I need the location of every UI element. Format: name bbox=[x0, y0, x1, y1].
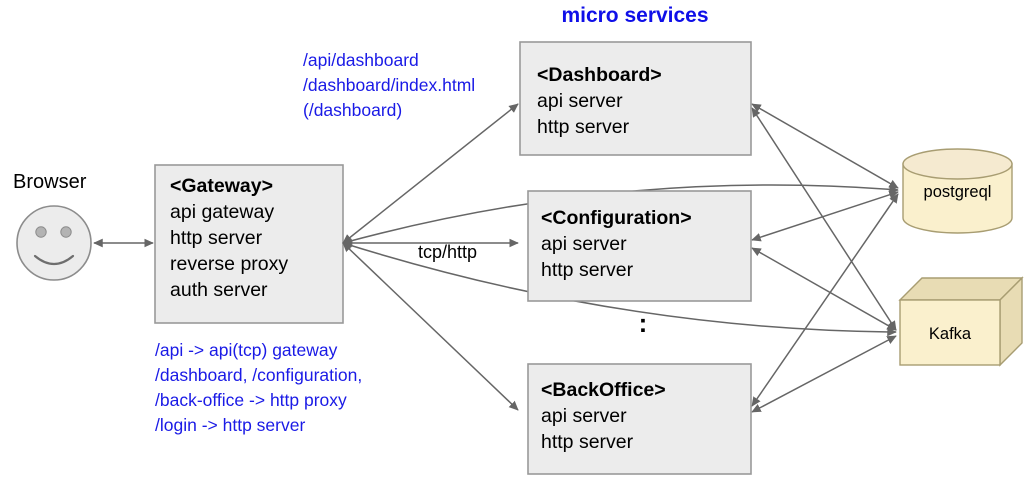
service-0-role-1: http server bbox=[537, 116, 630, 138]
dashboard-note-1: /dashboard/index.html bbox=[303, 75, 475, 95]
gateway-role-1: http server bbox=[170, 227, 263, 249]
gateway-role-0: api gateway bbox=[170, 201, 274, 223]
datastore-1-label: Kafka bbox=[929, 325, 972, 343]
gateway-name: <Gateway> bbox=[170, 175, 273, 197]
browser-label: Browser bbox=[13, 171, 87, 193]
node-service-dashboard: <Dashboard> api server http server bbox=[519, 41, 752, 156]
service-1-role-0: api server bbox=[541, 233, 627, 255]
smiley-face-icon bbox=[16, 205, 92, 281]
gateway-role-3: auth server bbox=[170, 279, 268, 301]
gateway-note-3: /login -> http server bbox=[155, 415, 305, 435]
gateway-note-0: /api -> api(tcp) gateway bbox=[155, 340, 338, 360]
gateway-note-2: /back-office -> http proxy bbox=[155, 390, 347, 410]
service-2-name: <BackOffice> bbox=[541, 379, 666, 401]
node-datastore-kafka: Kafka bbox=[898, 276, 1024, 367]
services-ellipsis: : bbox=[639, 308, 648, 338]
node-datastore-postgreql: postgreql bbox=[902, 148, 1013, 234]
page-title: micro services bbox=[561, 4, 708, 27]
gateway-role-2: reverse proxy bbox=[170, 253, 288, 275]
service-1-role-1: http server bbox=[541, 259, 634, 281]
service-0-role-0: api server bbox=[537, 90, 623, 112]
service-0-name: <Dashboard> bbox=[537, 64, 662, 86]
node-service-configuration: <Configuration> api server http server bbox=[527, 190, 752, 302]
dashboard-path-note: /api/dashboard /dashboard/index.html (/d… bbox=[303, 50, 475, 120]
edge-dashboard-postgreql bbox=[751, 103, 899, 189]
datastore-0-label: postgreql bbox=[924, 183, 992, 201]
dashboard-note-0: /api/dashboard bbox=[303, 50, 419, 70]
node-service-backoffice: <BackOffice> api server http server bbox=[527, 363, 752, 475]
edge-label-tcp-http: tcp/http bbox=[418, 242, 477, 262]
edge-configuration-kafka bbox=[751, 247, 897, 331]
edge-dashboard-kafka bbox=[751, 107, 897, 331]
service-2-role-1: http server bbox=[541, 431, 634, 453]
dashboard-note-2: (/dashboard) bbox=[303, 100, 402, 120]
service-2-role-0: api server bbox=[541, 405, 627, 427]
gateway-note-1: /dashboard, /configuration, bbox=[155, 365, 362, 385]
service-1-name: <Configuration> bbox=[541, 207, 692, 229]
node-gateway: <Gateway> api gateway http server revers… bbox=[154, 164, 344, 324]
edge-backoffice-kafka bbox=[751, 335, 897, 413]
gateway-routing-note: /api -> api(tcp) gateway /dashboard, /co… bbox=[155, 340, 362, 435]
edge-configuration-postgreql bbox=[751, 190, 899, 242]
